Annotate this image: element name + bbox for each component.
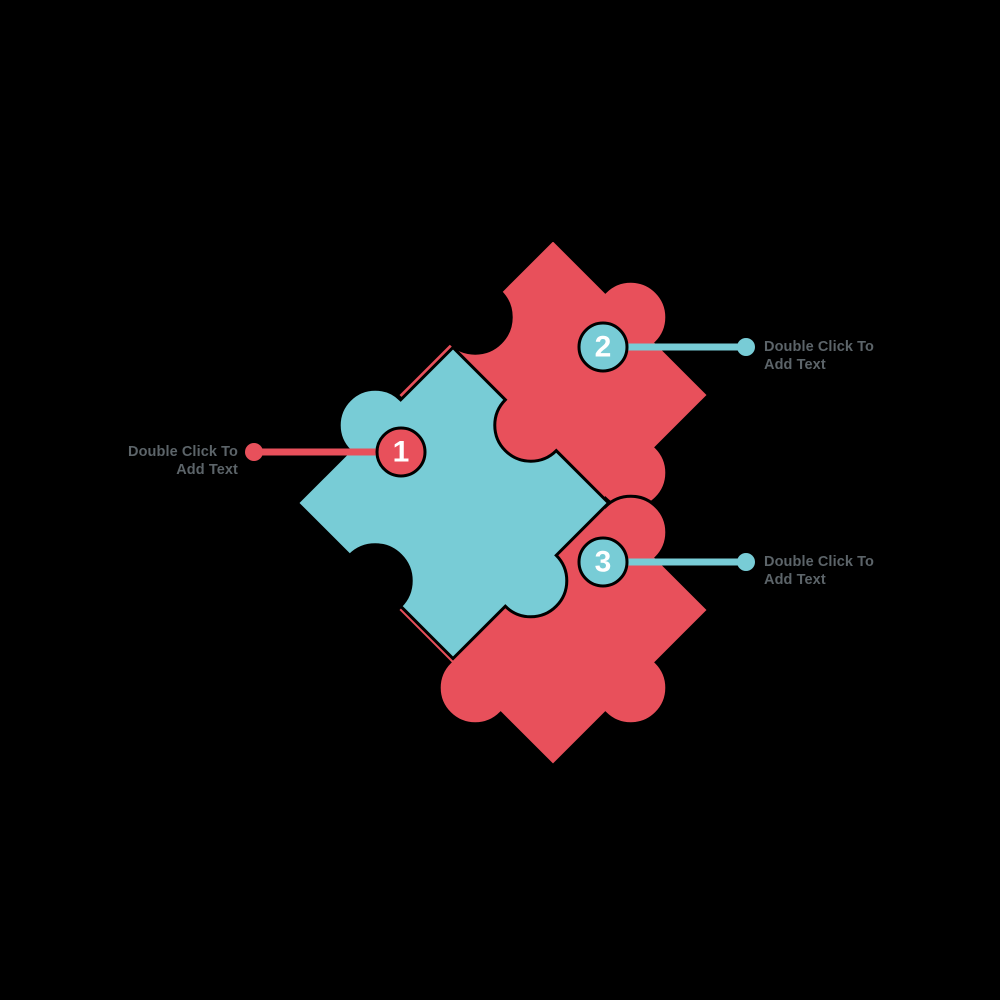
callout-3-endpoint-dot <box>737 553 755 571</box>
callout-3[interactable]: 3 <box>577 536 755 588</box>
puzzle-piece-1[interactable] <box>272 322 634 684</box>
callout-1[interactable]: 1 <box>245 426 427 478</box>
callout-2-badge-number: 2 <box>595 331 612 364</box>
callout-2[interactable]: 2 <box>577 321 755 373</box>
puzzle-piece-1-shape <box>295 345 611 661</box>
callout-1-badge[interactable] <box>375 426 427 478</box>
callout-3-badge-number: 3 <box>595 546 612 579</box>
callout-3-badge[interactable] <box>577 536 629 588</box>
callout-1-endpoint-dot <box>245 443 263 461</box>
callout-3-text[interactable]: Double Click To Add Text <box>764 554 874 588</box>
callout-1-badge-number: 1 <box>393 436 410 469</box>
callout-2-text[interactable]: Double Click To Add Text <box>764 339 874 373</box>
callout-1-text[interactable]: Double Click To Add Text <box>128 444 238 478</box>
callout-2-badge[interactable] <box>577 321 629 373</box>
callout-2-endpoint-dot <box>737 338 755 356</box>
